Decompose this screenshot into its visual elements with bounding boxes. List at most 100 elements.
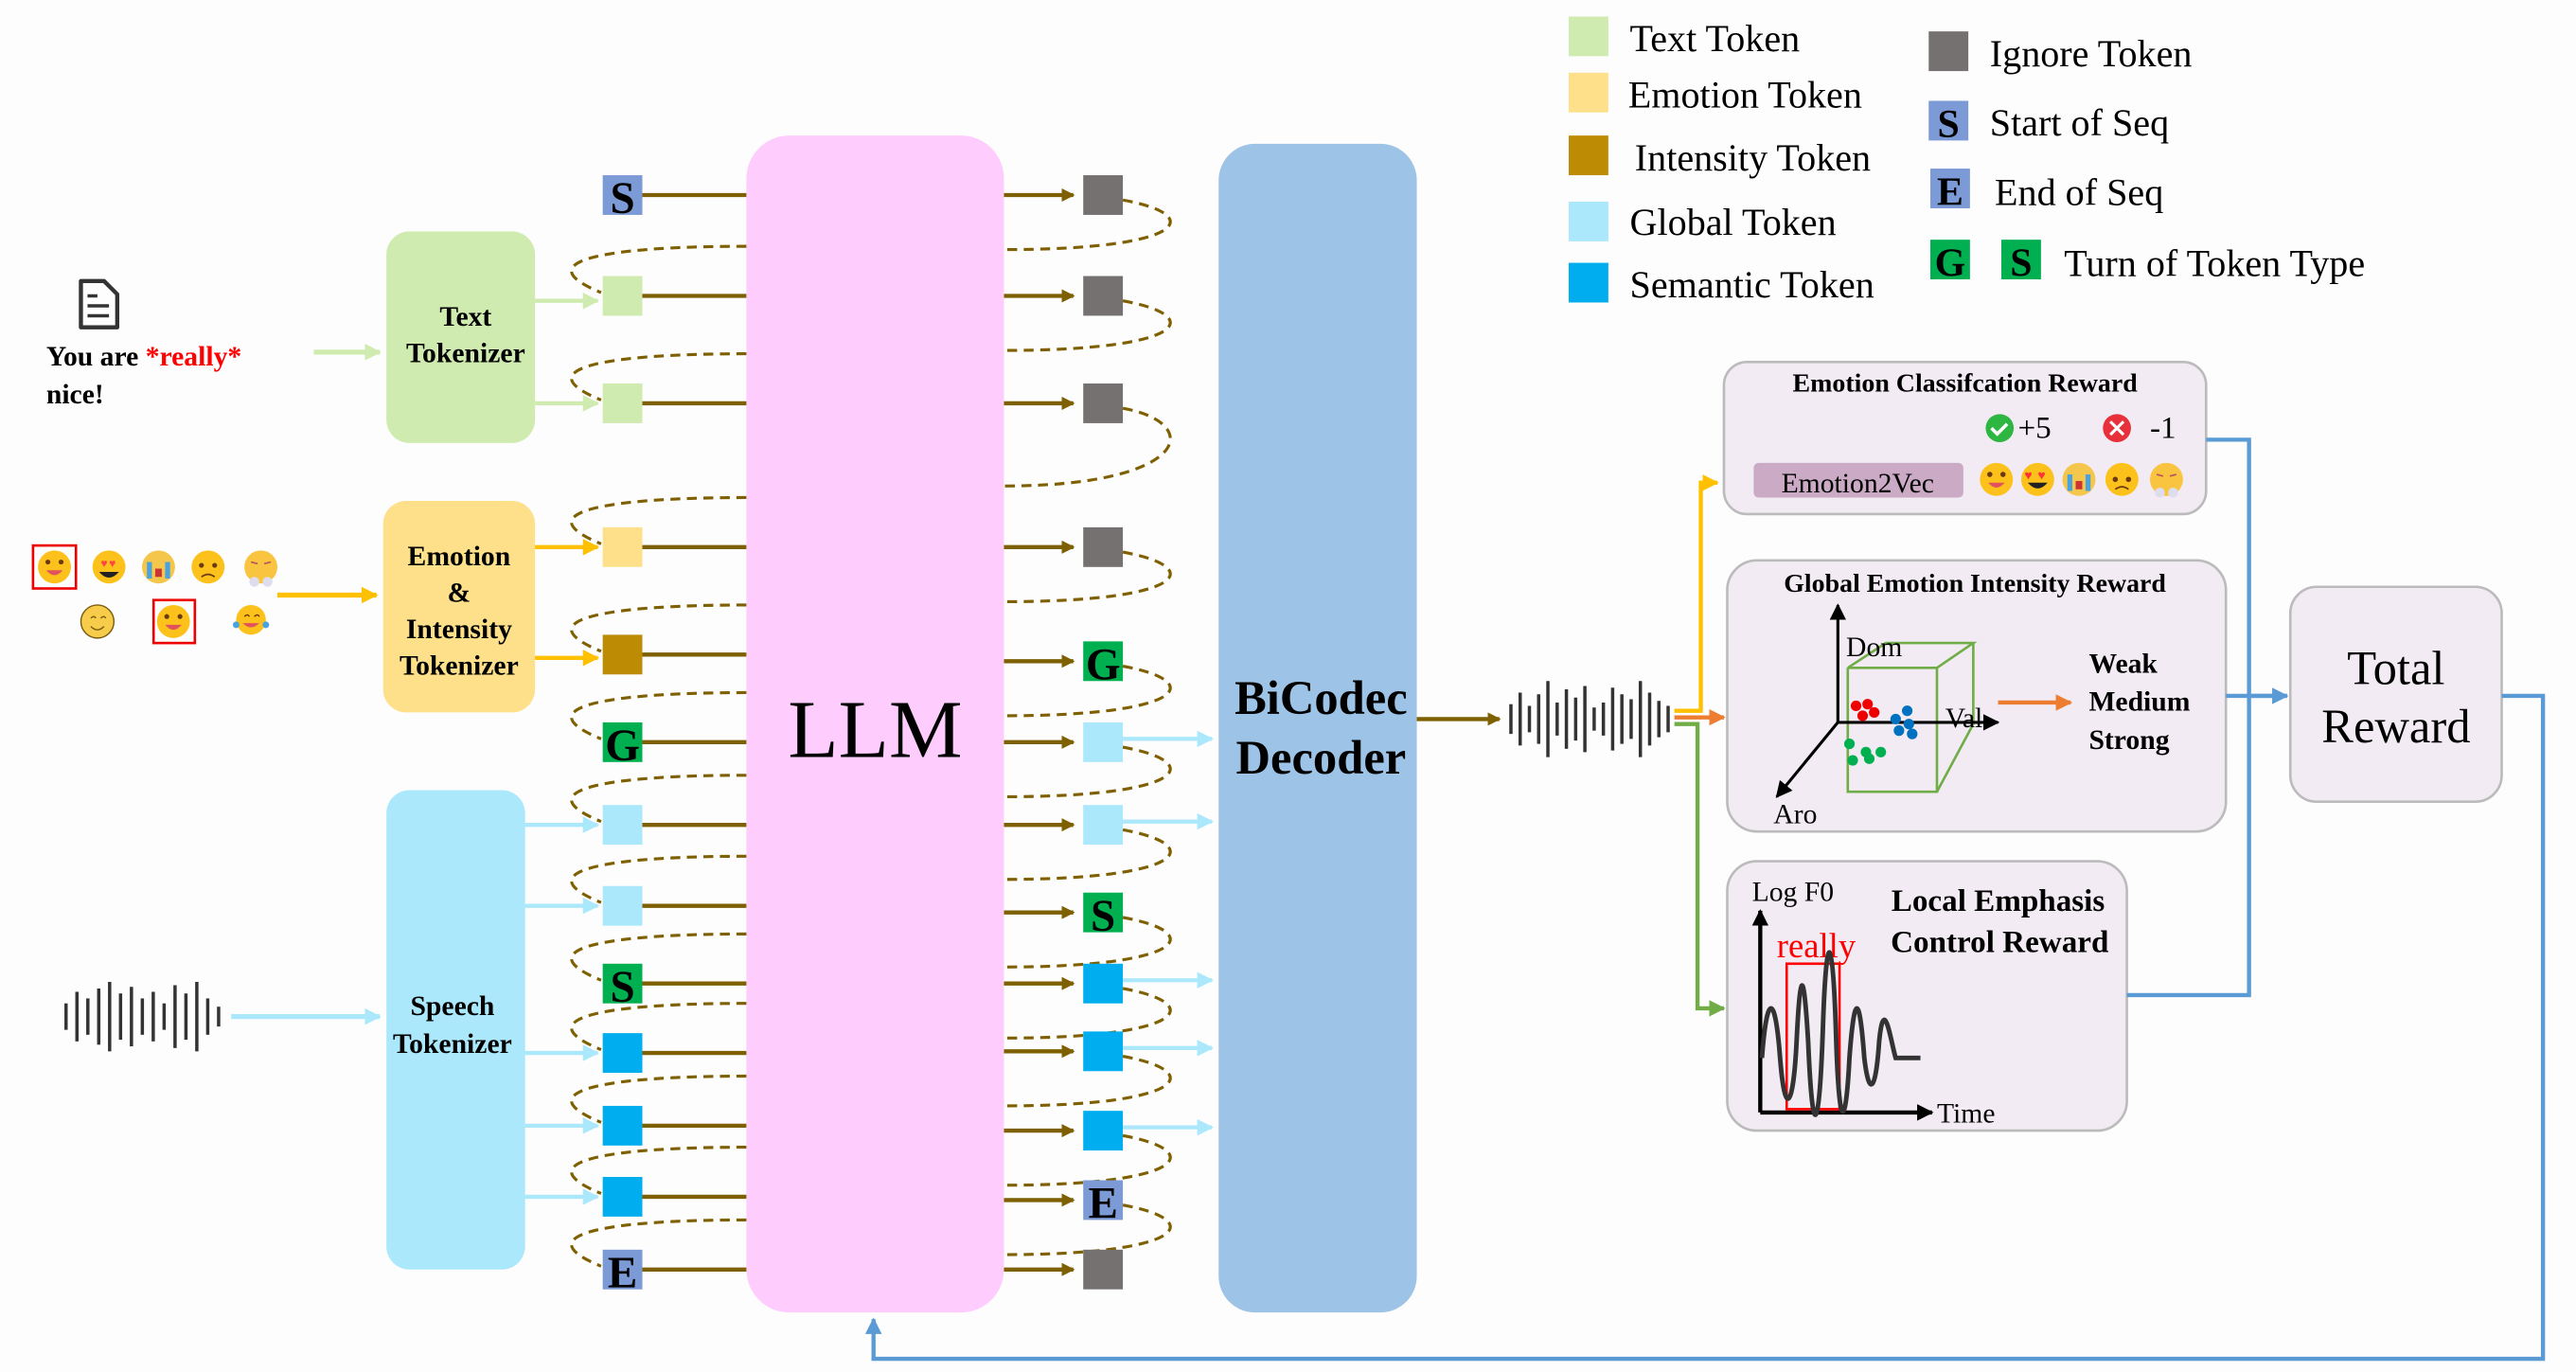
legend-swatch-semantic-token bbox=[1569, 262, 1608, 303]
output-token-semantic-token bbox=[1083, 963, 1124, 1004]
legend-swatch-global-token bbox=[1569, 201, 1608, 241]
input-token-emotion-token bbox=[602, 526, 643, 567]
output-token-semantic-token bbox=[1083, 1031, 1124, 1072]
legend: Text Token Emotion Token Intensity Token… bbox=[1569, 16, 2365, 306]
intensity-reward-title: Global Emotion Intensity Reward bbox=[1784, 569, 2166, 598]
axis-label-val: Val bbox=[1945, 704, 1983, 734]
axis-label-aro: Aro bbox=[1773, 799, 1817, 829]
legend-glyph-end: E bbox=[1937, 170, 1963, 214]
check-icon bbox=[1985, 414, 2015, 442]
legend-swatch-start-of-seq bbox=[1928, 100, 1969, 141]
emoji-angry bbox=[2149, 462, 2183, 498]
output-token-global-token bbox=[1083, 805, 1124, 846]
legend-swatch-end-of-seq bbox=[1930, 169, 1970, 208]
input-text-line2: nice! bbox=[46, 380, 104, 410]
input-token-semantic-token bbox=[602, 1033, 643, 1074]
decoder-label-1: BiCodec bbox=[1235, 671, 1408, 724]
arrow-emphasis-to-total bbox=[2126, 695, 2251, 998]
waveform-output-icon bbox=[1509, 681, 1670, 757]
llm-label: LLM bbox=[788, 684, 962, 775]
emoji-grinning-2 bbox=[156, 604, 190, 638]
text-tokenizer-label-2: Tokenizer bbox=[406, 338, 525, 368]
emotion2vec-box bbox=[1753, 462, 1963, 498]
vad-cube-plot: Dom Val Aro bbox=[1773, 603, 2000, 829]
emotion-classification-reward: Emotion Classifcation Reward +5 -1 Emoti… bbox=[1722, 361, 2208, 516]
legend-label-semantic-token: Semantic Token bbox=[1630, 263, 1874, 306]
emoji-smiling bbox=[80, 604, 115, 639]
input-token-global-token bbox=[602, 885, 643, 926]
emphasis-word: really bbox=[1777, 926, 1856, 965]
emphasis-title-1: Local Emphasis bbox=[1892, 883, 2105, 918]
text-tokenizer: Text Tokenizer bbox=[386, 231, 536, 443]
global-emotion-intensity-reward: Global Emotion Intensity Reward Dom Val … bbox=[1726, 559, 2228, 833]
input-token-text-token bbox=[602, 276, 643, 316]
input-token-seq-marker: S bbox=[602, 174, 643, 223]
output-token-ignore-token bbox=[1083, 175, 1124, 215]
input-text-emphasis: *really* bbox=[146, 342, 242, 372]
legend-swatch-ignore-token bbox=[1928, 31, 1969, 72]
output-token-ignore-token bbox=[1083, 383, 1124, 423]
input-token-turn-marker: S bbox=[602, 963, 643, 1012]
output-token-ignore-token bbox=[1083, 1249, 1124, 1290]
local-emphasis-control-reward: Log F0 Local Emphasis Control Reward rea… bbox=[1726, 860, 2128, 1132]
arrow-feedback-to-llm bbox=[864, 693, 2546, 1362]
output-token-seq-marker: E bbox=[1083, 1180, 1124, 1229]
legend-swatch-emotion-token bbox=[1569, 72, 1608, 113]
legend-label-emotion-token: Emotion Token bbox=[1628, 73, 1862, 116]
emoji-selected-box-2 bbox=[151, 598, 197, 645]
waveform-icon bbox=[64, 981, 221, 1052]
total-reward: Total Reward bbox=[2288, 585, 2503, 804]
legend-label-ignore-token: Ignore Token bbox=[1990, 32, 2193, 75]
axis-label-dom: Dom bbox=[1846, 633, 1902, 663]
input-token-seq-marker: E bbox=[602, 1249, 643, 1298]
emoji-input-set: ♥♥ bbox=[31, 543, 278, 645]
emoji-angry bbox=[244, 550, 278, 587]
output-token-ignore-token bbox=[1083, 526, 1124, 567]
input-text-line1: You are *really* bbox=[46, 342, 241, 372]
input-token-glyph: G bbox=[605, 722, 640, 771]
autoregressive-loop bbox=[570, 1002, 747, 1052]
input-token-global-token bbox=[602, 805, 643, 846]
svg-text:♥: ♥ bbox=[2024, 469, 2032, 483]
wrong-reward-value: -1 bbox=[2150, 411, 2176, 446]
axis-label-time: Time bbox=[1937, 1098, 1996, 1129]
speech-tokenizer-label-2: Tokenizer bbox=[393, 1029, 512, 1060]
legend-label-text-token: Text Token bbox=[1630, 17, 1801, 60]
autoregressive-loop bbox=[570, 495, 747, 545]
intensity-level-strong: Strong bbox=[2088, 725, 2169, 756]
intensity-level-weak: Weak bbox=[2088, 650, 2158, 680]
legend-swatch-turn-s bbox=[2001, 240, 2041, 280]
decoder-label-2: Decoder bbox=[1236, 731, 1407, 784]
emotion-tokenizer-label-3: Intensity bbox=[406, 615, 512, 645]
input-token-intensity-token bbox=[602, 634, 643, 675]
input-token-glyph: S bbox=[610, 174, 634, 223]
total-reward-label-2: Reward bbox=[2321, 700, 2470, 753]
legend-label-turn-of-token-type: Turn of Token Type bbox=[2064, 242, 2365, 285]
legend-label-intensity-token: Intensity Token bbox=[1635, 136, 1871, 179]
emotion-reward-title: Emotion Classifcation Reward bbox=[1793, 369, 2139, 399]
document-icon bbox=[79, 278, 120, 330]
emotion-intensity-tokenizer: Emotion & Intensity Tokenizer bbox=[382, 500, 536, 713]
emoji-sad bbox=[191, 550, 225, 584]
axis-label-log-f0: Log F0 bbox=[1752, 877, 1834, 907]
f0-contour bbox=[1759, 950, 1921, 1117]
autoregressive-loop bbox=[570, 352, 747, 401]
output-token-global-token bbox=[1083, 722, 1124, 762]
emoji-grinning bbox=[1980, 462, 2014, 496]
autoregressive-loop bbox=[570, 603, 747, 653]
input-token-glyph: S bbox=[610, 963, 634, 1012]
input-token-sequence: S G S E bbox=[570, 174, 747, 1298]
tokenizer-output-arrows bbox=[524, 293, 600, 1205]
input-token-text-token bbox=[602, 383, 643, 423]
autoregressive-loop bbox=[570, 932, 747, 982]
legend-swatch-turn-g bbox=[1930, 240, 1970, 280]
cluster-blue bbox=[1890, 705, 1918, 739]
output-token-turn-marker: G bbox=[1083, 640, 1124, 690]
svg-text:♥: ♥ bbox=[109, 557, 115, 570]
output-token-sequence: GSE bbox=[1004, 175, 1215, 1290]
correct-reward-value: +5 bbox=[2017, 411, 2051, 446]
speech-tokenizer-label-1: Speech bbox=[410, 991, 494, 1022]
emotion-tokenizer-label-2: & bbox=[448, 578, 471, 608]
emoji-crying bbox=[142, 550, 175, 584]
